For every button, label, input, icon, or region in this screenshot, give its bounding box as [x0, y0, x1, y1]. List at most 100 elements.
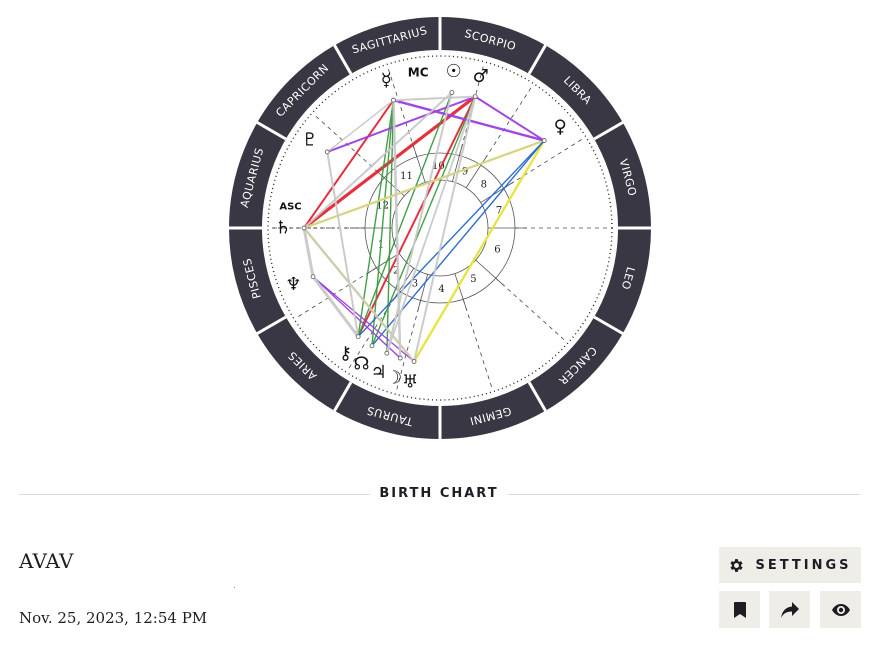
- aspect-line: [326, 150, 360, 338]
- inner-disc: [263, 51, 617, 405]
- sign-separator: [332, 381, 353, 413]
- house-divider: [412, 145, 426, 183]
- aspect-line: [413, 95, 477, 363]
- aspect-line: [385, 91, 453, 355]
- aspect-node: [369, 343, 375, 349]
- aspect-node: [411, 359, 417, 364]
- aspect-line: [386, 99, 395, 354]
- sign-separator: [255, 120, 287, 141]
- mercury-icon: ☿: [381, 70, 392, 91]
- house-number: 7: [496, 206, 502, 217]
- divider-left: [19, 494, 370, 495]
- aspect-line: [357, 91, 453, 338]
- house-number: 11: [400, 171, 413, 182]
- settings-label: SETTINGS: [755, 557, 852, 573]
- house-number: 6: [494, 245, 500, 256]
- planet-glyphs: ☿ ☉ ♂ ♀ ♇ ♄ ♆ ⚷☊♃☽♅ ASC MC: [275, 61, 567, 393]
- house-number: 4: [438, 284, 444, 295]
- bookmark-button[interactable]: [719, 591, 760, 628]
- aspect-line: [412, 139, 546, 363]
- aspect-node: [391, 97, 396, 103]
- aspect-node: [384, 350, 390, 356]
- house-divider: [375, 169, 405, 197]
- house-divider: [465, 154, 488, 188]
- sign-label: LEO: [619, 265, 638, 291]
- eye-icon: [831, 603, 850, 616]
- mc-label: MC: [408, 66, 429, 80]
- bookmark-icon: [733, 601, 746, 618]
- venus-icon: ♀: [554, 117, 567, 138]
- house-number: 2: [393, 266, 399, 277]
- house-number-ring: 123456789101112: [353, 143, 527, 313]
- aspect-lines: [301, 90, 547, 364]
- jupiter-icon: ♃: [371, 362, 387, 383]
- aspect-line: [326, 99, 395, 153]
- sign-separator: [332, 43, 353, 75]
- aspect-line: [311, 275, 360, 339]
- birth-chart-wheel: SCORPIOLIBRAVIRGOLEOCANCERGEMINITAURUSAR…: [228, 16, 652, 440]
- aspect-node: [355, 334, 361, 340]
- uranus-icon: ♅: [402, 372, 418, 393]
- house-divider: [366, 253, 400, 275]
- neptune-icon: ♆: [285, 274, 301, 295]
- house-number: 9: [462, 166, 468, 177]
- moon-icon: ☽: [386, 368, 402, 389]
- saturn-icon: ♄: [275, 218, 291, 239]
- sign-separator: [255, 315, 287, 336]
- aspect-line: [303, 139, 545, 229]
- sign-separator: [527, 43, 548, 75]
- north-node-icon: ☊: [354, 353, 370, 374]
- aspect-node: [310, 274, 316, 280]
- house-number: 3: [412, 279, 418, 290]
- aspect-line: [357, 95, 477, 338]
- aspect-line: [385, 95, 477, 355]
- sign-separator: [593, 315, 625, 336]
- aspect-line: [326, 95, 477, 153]
- aspect-line: [474, 95, 546, 142]
- aspect-line: [302, 226, 315, 279]
- house-divider: [454, 273, 468, 311]
- degree-ticks: [267, 55, 613, 401]
- decorative-dot: [234, 587, 235, 588]
- settings-button[interactable]: SETTINGS: [719, 547, 861, 583]
- share-icon: [780, 601, 799, 618]
- sign-separator: [593, 120, 625, 141]
- aspect-line: [357, 99, 395, 338]
- aspect-line: [312, 276, 415, 363]
- share-button[interactable]: [769, 591, 810, 628]
- house-divider: [480, 181, 514, 203]
- aspect-node: [301, 225, 307, 231]
- sun-icon: ☉: [446, 61, 462, 82]
- mars-icon: ♂: [473, 66, 489, 87]
- house-divider: [475, 259, 505, 287]
- aspect-node: [324, 149, 330, 155]
- aspect-line: [371, 99, 395, 347]
- aspect-line: [312, 276, 401, 359]
- pluto-icon: ♇: [302, 130, 318, 151]
- degree-dot-ring: [267, 55, 613, 401]
- aspect-node: [449, 90, 455, 95]
- aspect-line: [303, 99, 395, 229]
- chart-date: Nov. 25, 2023, 12:54 PM: [19, 609, 208, 627]
- aspect-node: [397, 355, 403, 361]
- asc-label: ASC: [279, 201, 301, 212]
- house-number: 8: [481, 179, 487, 190]
- view-button[interactable]: [820, 591, 861, 628]
- aspect-line: [302, 95, 477, 230]
- gear-icon: [730, 558, 744, 572]
- aspect-node: [541, 138, 547, 143]
- aspect-node: [472, 94, 478, 100]
- aspect-line: [392, 95, 477, 102]
- chiron-icon: ⚷: [339, 343, 352, 364]
- aspect-line: [303, 91, 453, 229]
- house-number: 5: [470, 274, 476, 285]
- aspect-line: [357, 139, 545, 338]
- section-title: BIRTH CHART: [379, 486, 499, 501]
- house-number: 10: [432, 161, 445, 172]
- chart-name: AVAV: [19, 549, 74, 573]
- divider-right: [508, 494, 860, 495]
- sign-separator: [527, 381, 548, 413]
- house-number: 12: [376, 200, 389, 211]
- aspect-line: [303, 227, 416, 363]
- house-divider: [452, 143, 463, 182]
